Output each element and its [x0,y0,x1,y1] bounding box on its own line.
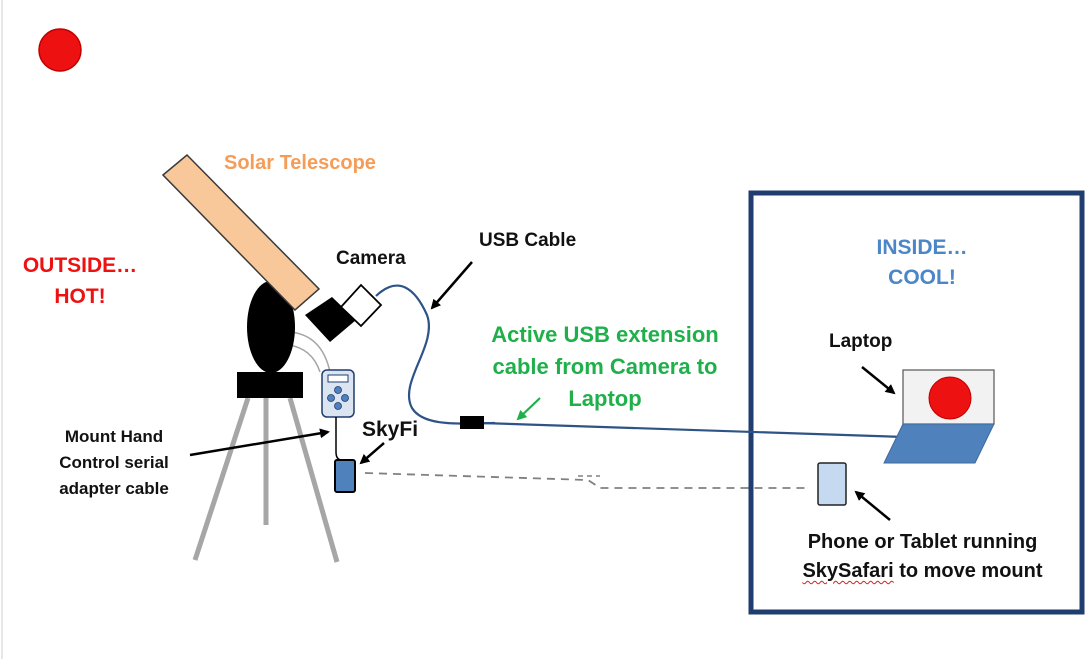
laptop-keyboard [883,423,995,464]
active-usb-extension-cable [481,421,906,439]
outside-label-line2: HOT! [54,285,106,308]
phone-tablet-label: Phone or Tablet running SkySafari to mov… [790,528,1055,586]
mount-label-line3: adapter cable [59,479,169,498]
mount-fork [247,281,295,373]
phone-label-line2-rest: to move mount [893,560,1043,582]
phone-label-line1: Phone or Tablet running [807,531,1038,553]
wifi-link [364,472,810,489]
serial-adapter-cable [335,417,343,461]
camera-label: Camera [336,248,406,269]
inside-label: INSIDE… COOL! [862,233,982,293]
laptop [883,369,995,464]
mount-cable [289,331,331,373]
inside-label-line1: INSIDE… [876,236,968,259]
usb-cable-label: USB Cable [479,230,577,251]
phone-label-line2: SkySafari to move mount [790,557,1055,586]
usb-cable-arrow [430,261,473,310]
skyfi-label: SkyFi [362,418,419,441]
skyfi-arrow [359,442,385,465]
active-usb-label: Active USB extension cable from Camera t… [474,319,736,415]
laptop-label: Laptop [829,331,893,352]
outside-label-line1: OUTSIDE… [22,254,138,277]
camera-body [339,283,383,328]
mount-cable-arrow [189,428,330,457]
skyfi-device [334,459,356,493]
mount-label-line1: Mount Hand [64,427,164,446]
mount-label-line2: Control serial [59,453,169,472]
laptop-red-dot-icon [928,376,972,420]
hand-controller [321,369,355,418]
mount-head [237,372,303,398]
solar-telescope-tube [161,153,321,312]
usb-cable [375,284,496,425]
usb-extension-connector [460,416,484,429]
phone-arrow [854,490,891,521]
phone-tablet-device [817,462,847,506]
laptop-arrow [861,366,896,395]
outside-label: OUTSIDE… HOT! [18,250,142,312]
mount-hand-control-label: Mount Hand Control serial adapter cable [42,424,186,502]
red-dot-icon [38,28,82,72]
active-usb-label-line1: Active USB extension [491,322,719,347]
active-usb-label-line3: Laptop [568,386,642,411]
extension-cable-arrow [516,397,541,421]
skysafari-word: SkySafari [802,560,894,582]
tripod [192,397,340,563]
solar-telescope-label: Solar Telescope [224,152,376,174]
inside-label-line2: COOL! [888,266,956,289]
active-usb-label-line2: cable from Camera to [492,354,718,379]
